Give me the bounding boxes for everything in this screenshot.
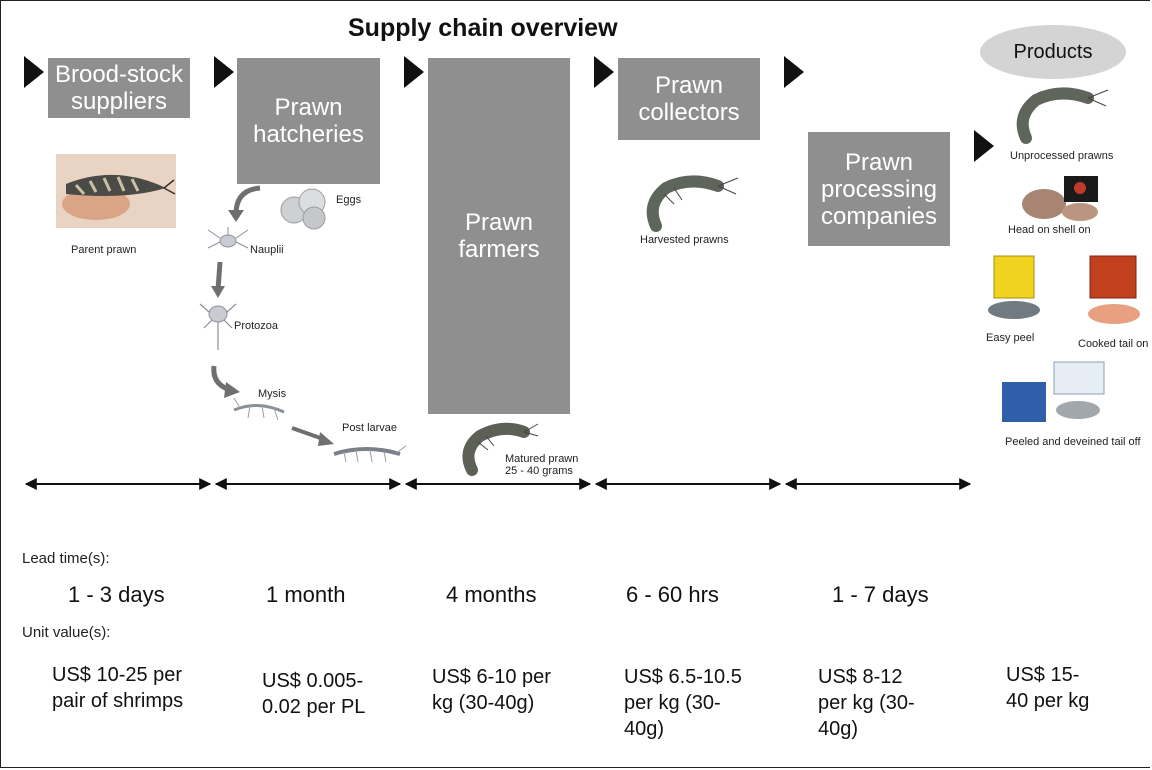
lead-time-brood-stock: 1 - 3 days xyxy=(68,582,165,607)
mysis-icon xyxy=(233,397,285,421)
unit-value-label: Unit value(s): xyxy=(22,624,111,641)
lead-time-hatcheries: 1 month xyxy=(266,582,346,607)
lifecycle-arrow-4 xyxy=(291,426,334,446)
nauplii-icon xyxy=(207,227,249,249)
lead-time-collectors: 6 - 60 hrs xyxy=(626,582,719,607)
unit-value-processing: US$ 8-12 per kg (30- 40g) xyxy=(818,666,915,740)
caption-harvested-prawns: Harvested prawns xyxy=(640,234,729,246)
stage-box-prawn-farmers: Prawn farmers xyxy=(428,58,570,414)
product-label-unprocessed: Unprocessed prawns xyxy=(1010,150,1114,162)
matured-prawn-image xyxy=(462,422,539,476)
parent-prawn-photo xyxy=(56,154,176,228)
caption-parent-prawn: Parent prawn xyxy=(71,244,137,256)
products-oval: Products xyxy=(980,25,1126,79)
post-larvae-icon xyxy=(333,445,407,463)
lead-time-processing: 1 - 7 days xyxy=(832,582,929,607)
harvested-prawn-image xyxy=(646,175,739,232)
product-head-on-shell-on-image xyxy=(1022,176,1098,221)
stage-marker-5 xyxy=(784,56,804,88)
lifecycle-arrow-1 xyxy=(228,185,261,222)
lifecycle-arrow-3 xyxy=(211,365,240,398)
product-label-easy-peel: Easy peel xyxy=(986,332,1035,344)
product-label-head-on-shell-on: Head on shell on xyxy=(1008,224,1091,236)
caption-mysis: Mysis xyxy=(258,388,287,400)
lifecycle-arrow-2 xyxy=(211,261,225,298)
product-easy-peel-image xyxy=(988,255,1040,319)
product-cooked-tail-on-image xyxy=(1088,255,1140,324)
stage-marker-2 xyxy=(214,56,234,88)
product-peeled-deveined-image xyxy=(1002,361,1105,422)
unit-value-brood-stock: US$ 10-25 per pair of shrimps xyxy=(52,664,184,712)
egg-cluster-icon xyxy=(280,188,326,230)
stage-box-prawn-collectors: Prawn collectors xyxy=(618,58,760,140)
caption-protozoa: Protozoa xyxy=(234,320,279,332)
stage-box-prawn-processing-companies: Prawn processing companies xyxy=(808,132,950,246)
protozoa-icon xyxy=(199,303,237,350)
product-label-cooked-tail-on: Cooked tail on xyxy=(1078,338,1149,350)
caption-matured-weight: 25 - 40 grams xyxy=(505,465,573,477)
unit-value-products: US$ 15- 40 per kg xyxy=(1006,664,1090,712)
stage-marker-3 xyxy=(404,56,424,88)
unit-value-hatcheries: US$ 0.005- 0.02 per PL xyxy=(262,670,366,718)
unit-value-collectors: US$ 6.5-10.5 per kg (30- 40g) xyxy=(624,666,742,740)
caption-eggs: Eggs xyxy=(336,194,362,206)
caption-nauplii: Nauplii xyxy=(250,244,284,256)
product-unprocessed-image xyxy=(1016,87,1109,144)
caption-post-larvae: Post larvae xyxy=(342,422,398,434)
unit-value-farmers: US$ 6-10 per kg (30-40g) xyxy=(432,666,551,714)
timeline-arrows xyxy=(24,478,972,490)
lead-time-label: Lead time(s): xyxy=(22,550,110,567)
stage-box-prawn-hatcheries: Prawn hatcheries xyxy=(237,58,380,184)
stage-marker-6 xyxy=(974,130,994,162)
stage-marker-4 xyxy=(594,56,614,88)
lead-time-farmers: 4 months xyxy=(446,582,537,607)
caption-matured-prawn: Matured prawn xyxy=(505,453,579,465)
diagram-title: Supply chain overview xyxy=(348,14,618,42)
stage-box-brood-stock-suppliers: Brood-stock suppliers xyxy=(48,58,190,118)
product-label-peeled-deveined-tail-off: Peeled and deveined tail off xyxy=(1005,436,1141,448)
stage-marker-1 xyxy=(24,56,44,88)
